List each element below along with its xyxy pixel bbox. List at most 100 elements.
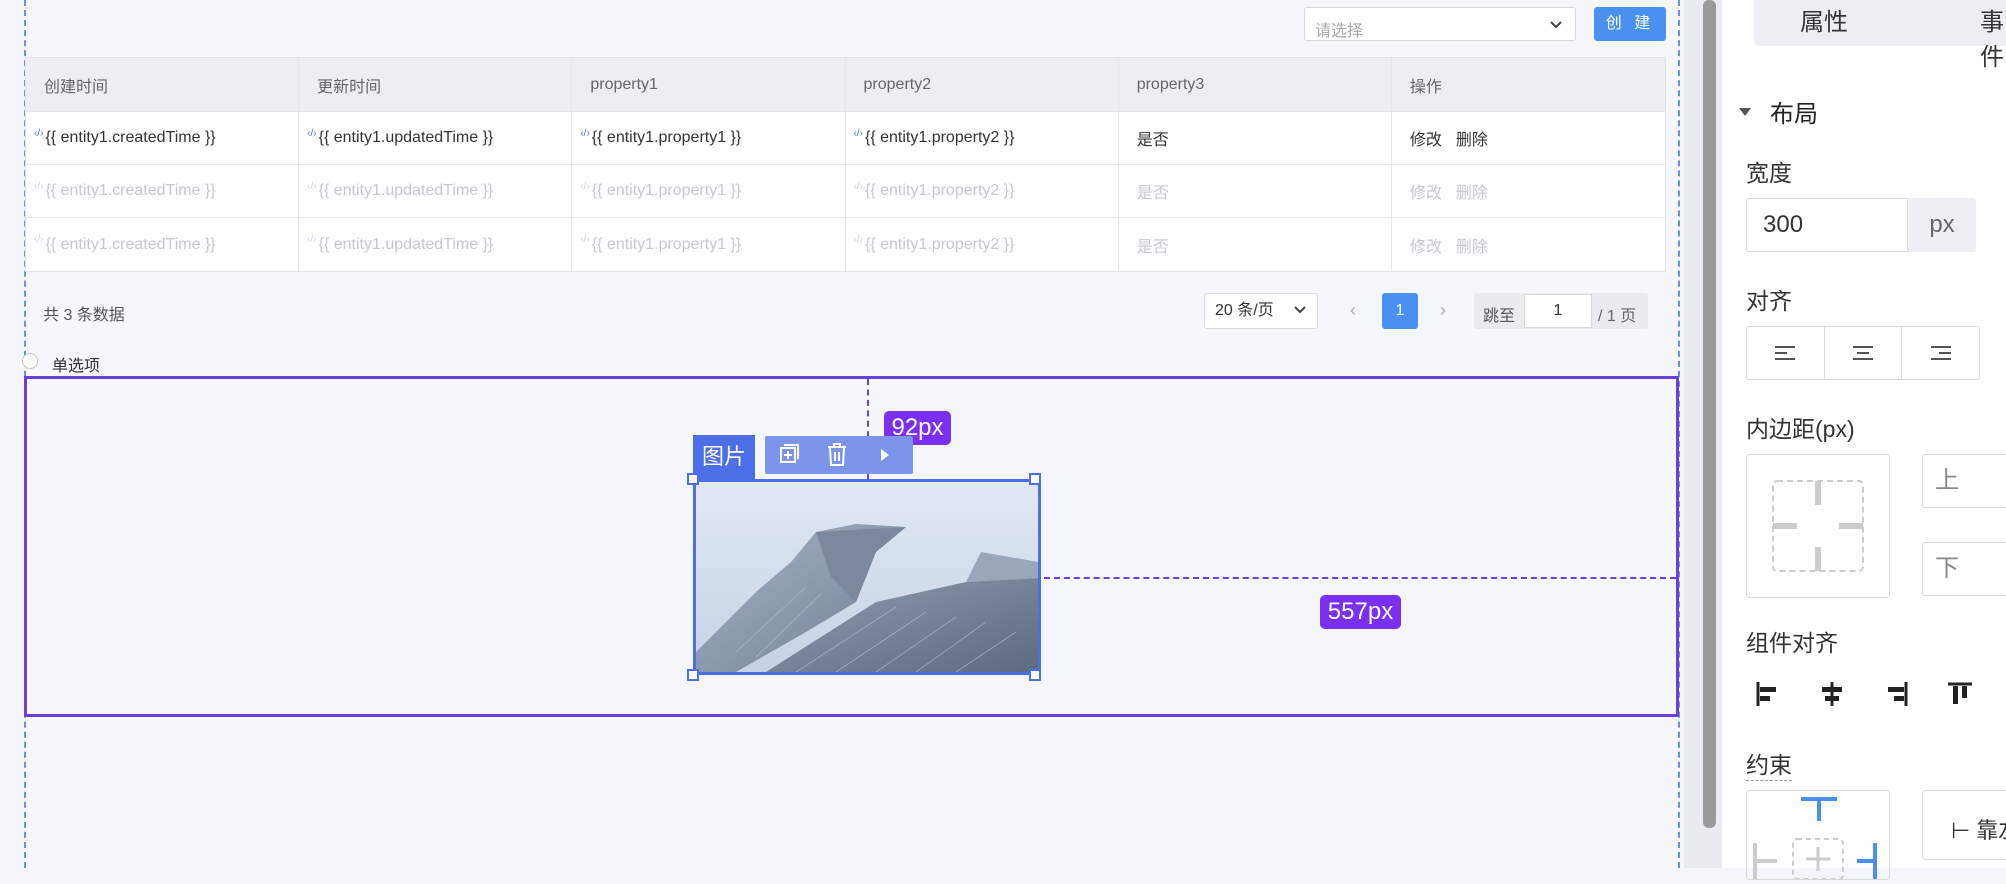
align-component-right-icon[interactable] (1882, 680, 1910, 713)
align-component-left-icon[interactable] (1754, 680, 1782, 713)
page-jumper: 跳至 1 / 1 页 (1474, 293, 1648, 329)
table-cell: ‹/›{{ entity1.createdTime }} (26, 165, 300, 217)
code-icon: ‹/› (307, 128, 317, 139)
code-icon: ‹/› (307, 234, 317, 245)
cell-text: 是否 (1136, 238, 1169, 256)
code-icon: ‹/› (34, 128, 44, 139)
column-header[interactable]: property1 (572, 58, 846, 111)
tab-events[interactable]: 事件 (1980, 9, 2004, 71)
resize-handle-bottom-right[interactable] (1029, 669, 1041, 681)
resize-handle-top-left[interactable] (687, 473, 699, 485)
chevron-down-icon (1293, 295, 1307, 329)
radio-label: 单选项 (52, 358, 101, 375)
edit-link[interactable]: 修改 (1409, 132, 1442, 149)
table-cell: 是否 (1119, 218, 1392, 271)
radio-button[interactable] (22, 353, 38, 369)
tab-properties[interactable]: 属性 (1800, 9, 1848, 36)
table-row[interactable]: ‹/›{{ entity1.createdTime }} ‹/›{{ entit… (26, 165, 1665, 218)
code-icon: ‹/› (853, 234, 863, 245)
play-icon[interactable] (861, 436, 913, 474)
column-header[interactable]: 创建时间 (26, 58, 300, 111)
building-image (696, 482, 1038, 672)
column-header[interactable]: 操作 (1409, 78, 1442, 96)
edit-link[interactable]: 修改 (1409, 238, 1442, 256)
copy-icon[interactable] (765, 436, 813, 474)
panel-tabs: 属性 事件 (1754, 0, 2006, 71)
component-align-label: 组件对齐 (1746, 630, 1838, 656)
padding-bottom-input[interactable]: 下 (1922, 542, 2006, 596)
page-next-button[interactable]: › (1440, 300, 1446, 320)
total-pages: / 1 页 (1598, 308, 1637, 325)
table-cell: ‹/›{{ entity1.property2 }} (846, 218, 1119, 271)
cell-text: 是否 (1136, 185, 1169, 202)
select-placeholder: 请选择 (1315, 23, 1364, 40)
table-cell: ‹/›{{ entity1.property2 }} (846, 165, 1119, 217)
width-input[interactable]: 300 (1746, 198, 1908, 252)
create-button[interactable]: 创 建 (1594, 7, 1666, 41)
cell-text: {{ entity1.updatedTime }} (318, 129, 494, 146)
measure-guide-vertical (867, 379, 869, 479)
page-size-value: 20 条/页 (1215, 302, 1274, 319)
align-left-icon[interactable] (1747, 327, 1825, 379)
align-right-icon[interactable] (1902, 327, 1979, 379)
delete-link[interactable]: 删除 (1455, 132, 1488, 149)
constraint-label: 约束 (1746, 746, 1792, 781)
table-row[interactable]: ‹/›{{ entity1.createdTime }} ‹/›{{ entit… (26, 112, 1665, 165)
cell-text: {{ entity1.property1 }} (591, 235, 742, 253)
table-cell: ‹/›{{ entity1.property1 }} (572, 165, 846, 217)
page-size-select[interactable]: 20 条/页 (1204, 293, 1318, 329)
column-header[interactable]: property2 (846, 58, 1119, 111)
delete-link[interactable]: 删除 (1455, 185, 1488, 202)
column-header[interactable]: property3 (1119, 58, 1392, 111)
filter-select[interactable]: 请选择 (1304, 7, 1576, 41)
width-label: 宽度 (1746, 160, 1792, 186)
constraint-diagram[interactable] (1746, 790, 1890, 880)
page-number-current[interactable]: 1 (1382, 293, 1418, 329)
align-component-top-icon[interactable] (1946, 680, 1974, 713)
delete-link[interactable]: 删除 (1455, 238, 1488, 256)
jump-input[interactable]: 1 (1524, 294, 1592, 328)
page-prev-button[interactable]: ‹ (1350, 300, 1356, 320)
design-canvas[interactable]: 请选择 创 建 创建时间 更新时间 property1 property2 pr… (0, 0, 1700, 868)
table-cell: 修改删除 (1392, 112, 1665, 164)
cell-text: {{ entity1.updatedTime }} (318, 182, 494, 199)
text-align-group (1746, 326, 1980, 380)
image-component[interactable] (693, 479, 1041, 675)
code-icon: ‹/› (580, 128, 590, 139)
align-label: 对齐 (1746, 288, 1792, 314)
selected-container[interactable] (24, 376, 1679, 717)
column-header[interactable]: 更新时间 (299, 58, 573, 111)
cell-text: {{ entity1.createdTime }} (45, 182, 216, 199)
align-component-center-icon[interactable] (1818, 680, 1846, 713)
component-toolbar (765, 436, 913, 474)
cell-text: {{ entity1.property1 }} (591, 182, 742, 199)
padding-label: 内边距(px) (1746, 416, 1855, 442)
cell-text: {{ entity1.createdTime }} (45, 129, 216, 146)
table-cell: ‹/›{{ entity1.updatedTime }} (299, 218, 573, 271)
padding-top-input[interactable]: 上 (1922, 454, 2006, 508)
table-cell: ‹/›{{ entity1.createdTime }} (26, 218, 300, 271)
table-cell: ‹/›{{ entity1.property1 }} (572, 112, 846, 164)
trash-icon[interactable] (813, 436, 861, 474)
data-table: 创建时间 更新时间 property1 property2 property3 … (25, 57, 1666, 272)
table-cell: ‹/›{{ entity1.updatedTime }} (299, 112, 573, 164)
resize-handle-bottom-left[interactable] (687, 669, 699, 681)
cell-text: {{ entity1.property1 }} (591, 129, 742, 146)
table-cell: ‹/›{{ entity1.property2 }} (846, 112, 1119, 164)
cell-text: {{ entity1.createdTime }} (45, 235, 216, 253)
code-icon: ‹/› (580, 181, 590, 192)
width-unit: px (1908, 198, 1976, 252)
align-center-icon[interactable] (1825, 327, 1903, 379)
canvas-scrollbar[interactable] (1703, 0, 1716, 828)
resize-handle-top-right[interactable] (1029, 473, 1041, 485)
edit-link[interactable]: 修改 (1409, 185, 1442, 202)
constraint-left-button[interactable]: ⊢ 靠左 (1922, 790, 2006, 860)
table-cell: ‹/›{{ entity1.updatedTime }} (299, 165, 573, 217)
code-icon: ‹/› (853, 181, 863, 192)
chevron-down-icon (1549, 17, 1563, 36)
cell-text: {{ entity1.property2 }} (864, 129, 1015, 146)
properties-panel: 属性 事件 布局 宽度 300 px 对齐 内边距(px) 上 下 组件对齐 约… (1722, 0, 2006, 880)
collapse-caret-icon[interactable] (1738, 104, 1752, 122)
component-type-label: 图片 (693, 435, 755, 479)
table-row[interactable]: ‹/›{{ entity1.createdTime }} ‹/›{{ entit… (26, 218, 1665, 271)
